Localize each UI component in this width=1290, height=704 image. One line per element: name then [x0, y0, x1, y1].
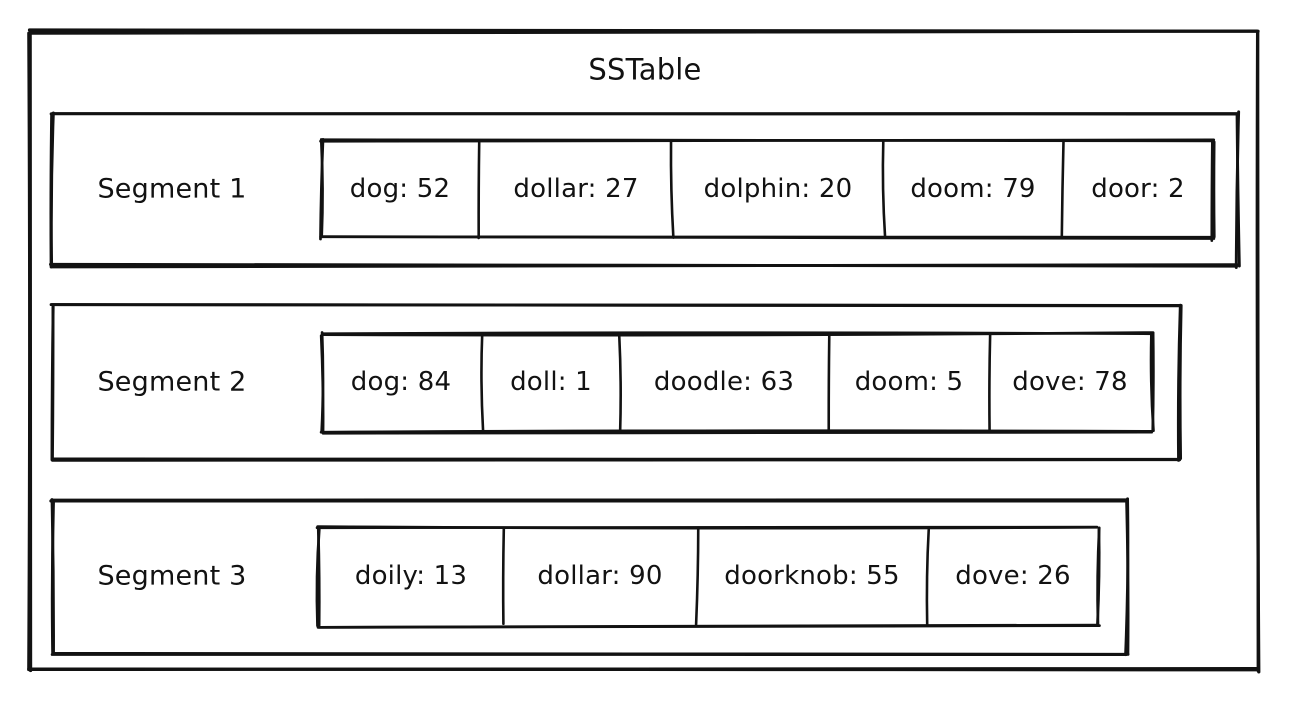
- segment-3-entry-3: dove: 26: [955, 561, 1071, 591]
- segment-2-entry-3: doom: 5: [854, 367, 964, 397]
- segment-2-label: Segment 2: [97, 366, 247, 398]
- segment-2-entry-0: dog: 84: [350, 367, 452, 397]
- segment-1-label: Segment 1: [97, 173, 247, 205]
- segment-3-entry-0: doily: 13: [354, 561, 468, 591]
- segment-2-entry-4: dove: 78: [1012, 367, 1128, 397]
- diagram-title: SSTable: [588, 52, 702, 87]
- segment-1-entry-0: dog: 52: [349, 174, 451, 204]
- segment-1-entry-2: dolphin: 20: [703, 174, 853, 204]
- segment-1-entry-3: doom: 79: [910, 174, 1036, 204]
- segment-2-entry-1: doll: 1: [510, 367, 592, 397]
- segment-1-entry-1: dollar: 27: [513, 174, 639, 204]
- segment-3-label: Segment 3: [97, 560, 247, 592]
- segment-2-entry-2: doodle: 63: [653, 367, 795, 397]
- segment-3-entry-2: doorknob: 55: [724, 561, 900, 591]
- segment-1-entry-4: door: 2: [1091, 174, 1185, 204]
- segment-3-entry-1: dollar: 90: [537, 561, 663, 591]
